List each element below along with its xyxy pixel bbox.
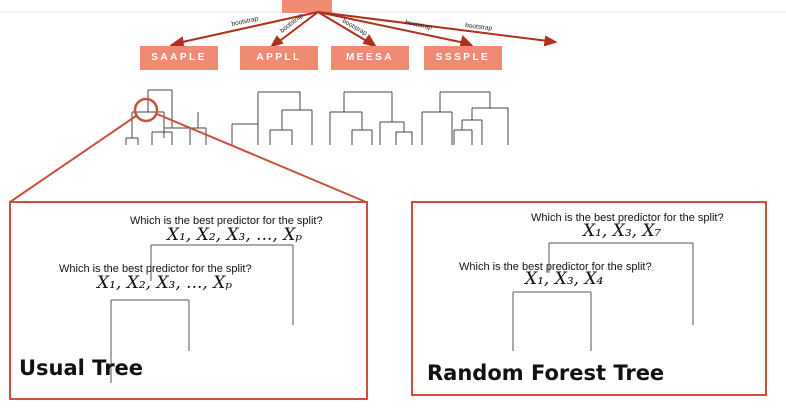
bootstrap-arrow-4 [317,11,466,44]
bootstrap-arrows [169,11,558,48]
small-tree-1 [125,89,207,145]
rf-root-predictors: X₁, X₃, X₇ [583,221,662,241]
arrowhead-5 [543,35,558,47]
usual-root-question: Which is the best predictor for the spli… [130,215,323,227]
zoom-connector-right [156,113,367,203]
usual-child-question: Which is the best predictor for the spli… [59,263,252,275]
rf-root-question: Which is the best predictor for the spli… [531,212,724,224]
usual-child-predictors: X₁, X₂, X₃, ..., Xₚ [97,273,233,293]
arrowhead-1 [169,36,185,48]
small-tree-4 [421,91,509,145]
small-trees [125,89,509,145]
arrowhead-4 [459,35,474,46]
random-forest-panel: Which is the best predictor for the spli… [411,201,767,396]
bootstrap-arrow-1 [177,11,319,44]
usual-tree-title: Usual Tree [19,356,144,380]
bootstrap-arrow-3 [317,11,371,44]
arrowhead-2 [269,35,284,48]
small-tree-3 [329,91,413,145]
bootstrap-label-5: bootstrap [465,22,493,32]
usual-root-predictors: X₁, X₂, X₃, ..., Xₚ [167,225,303,245]
bootstrap-arrow-5 [317,11,549,42]
sample-box-4: SSSPLE [424,46,502,70]
source-dataset-node [282,0,332,13]
usual-tree-branches [110,244,294,383]
usual-tree-panel: Which is the best predictor for the spli… [9,201,368,400]
zoom-connector-left [9,115,137,203]
rf-child-predictors: X₁, X₃, X₄ [525,269,604,289]
arrowhead-3 [362,34,378,48]
usual-tree-lines [110,244,294,383]
rf-child-question: Which is the best predictor for the spli… [459,261,652,273]
sample-box-2: APPLL [240,46,318,70]
bootstrap-arrow-2 [276,11,319,44]
zoom-circle [133,97,159,123]
sample-box-3: MEESA [331,46,409,70]
small-tree-2 [231,91,313,145]
sample-box-1: SAAPLE [140,46,218,70]
bootstrap-label-4: bootstrap [405,19,433,32]
rf-tree-lines [512,242,694,351]
rf-tree-title: Random Forest Tree [427,361,665,385]
rf-tree-branches [512,242,694,351]
